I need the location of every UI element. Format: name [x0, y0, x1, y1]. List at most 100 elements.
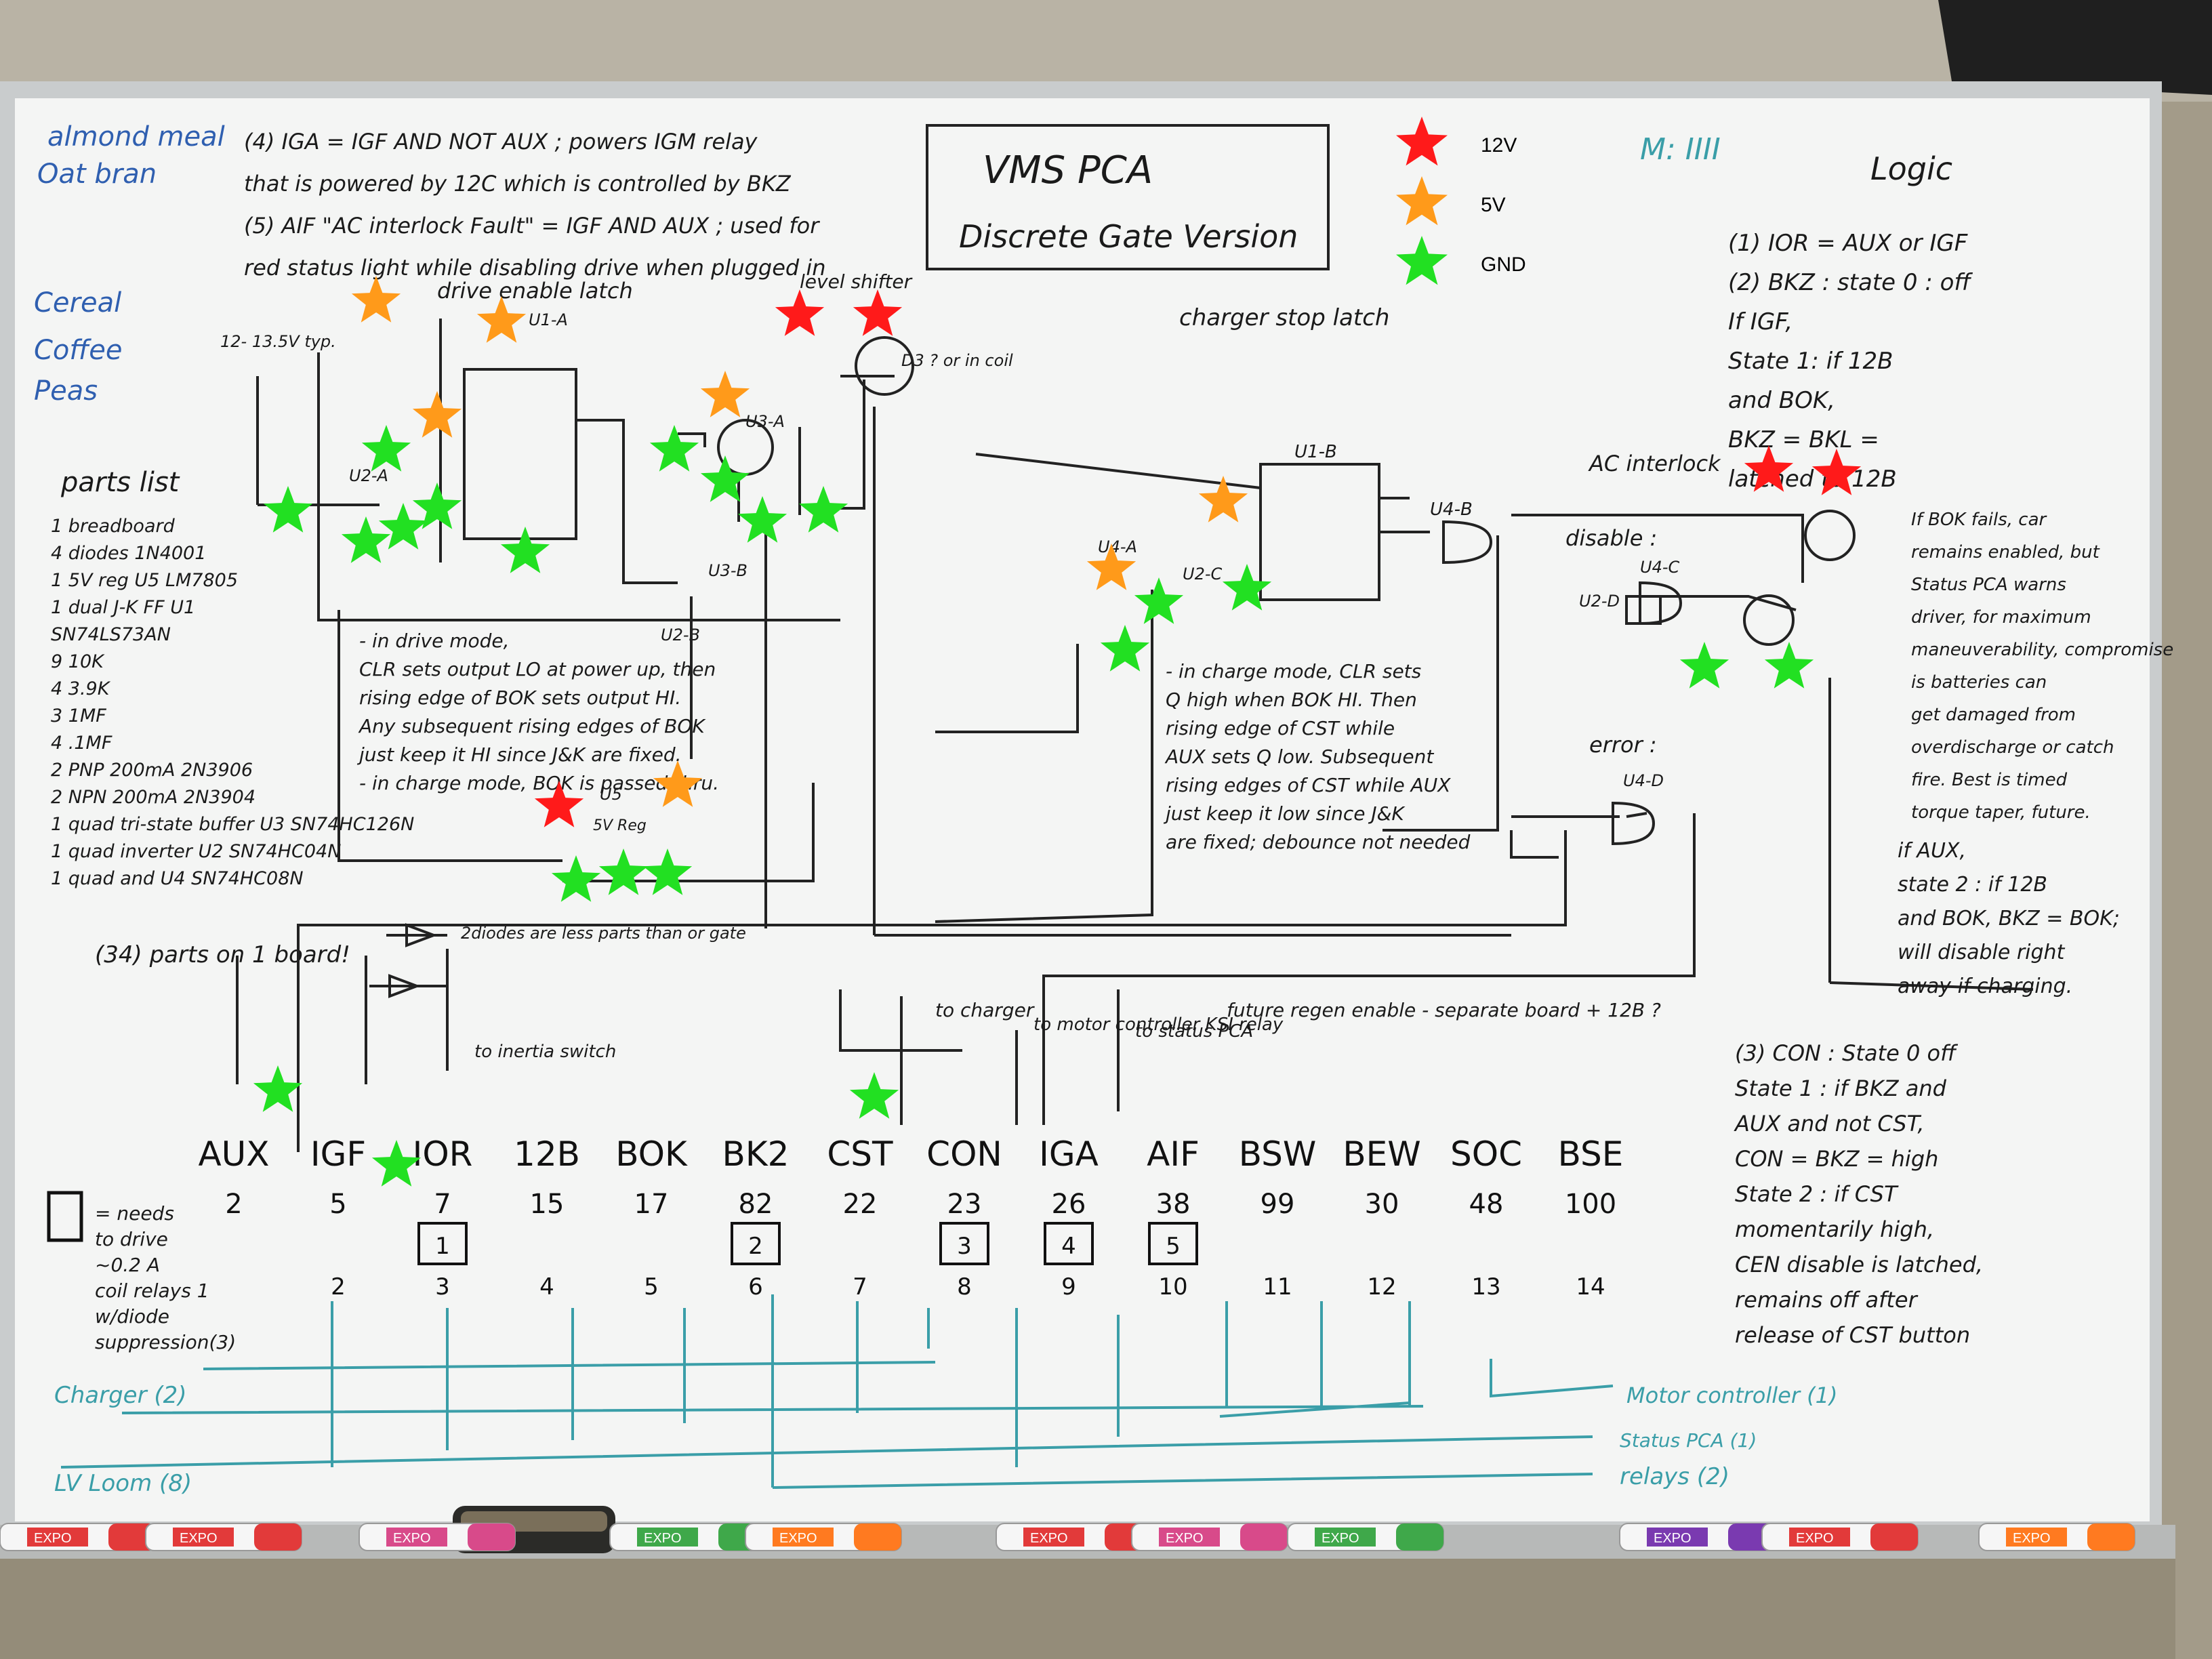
notes-drive-line: rising edge of BOK sets output HI. — [359, 687, 681, 709]
pin-index: 8 — [957, 1273, 972, 1300]
board-title: VMS PCA — [983, 148, 1153, 192]
notes-logic-line: (2) BKZ : state 0 : off — [1728, 269, 1973, 296]
voltage-star — [412, 483, 462, 529]
label-coil: D3 ? or in coil — [901, 351, 1013, 370]
pin-index: 10 — [1158, 1273, 1187, 1300]
notes-top: (4) IGA = IGF AND NOT AUX ; powers IGM r… — [244, 129, 826, 281]
marker[interactable]: EXPO — [359, 1523, 516, 1551]
voltage-star — [412, 391, 462, 438]
voltage-star — [642, 848, 693, 895]
pin-index: 13 — [1471, 1273, 1500, 1300]
pin-number: 15 — [530, 1189, 565, 1220]
label-u2a: U2-A — [349, 466, 388, 485]
parts-items-line: 2 NPN 200mA 2N3904 — [51, 787, 255, 808]
pin-name: BK2 — [722, 1134, 790, 1174]
label-disable: disable : — [1565, 525, 1657, 551]
notes-drive-line: just keep it HI since J&K are fixed. — [356, 743, 682, 766]
notes-charge-line: Q high when BOK HI. Then — [1166, 689, 1417, 711]
pin-name: SOC — [1450, 1134, 1522, 1174]
pin-name: AUX — [198, 1134, 269, 1174]
voltage-stars — [253, 276, 1862, 1187]
logic-title: Logic — [1870, 150, 1952, 187]
notes-con-line: remains off after — [1735, 1287, 1919, 1313]
pin-number: 30 — [1365, 1189, 1399, 1220]
notes-bok-line: driver, for maximum — [1911, 607, 2091, 628]
notes-bok-line: Status PCA warns — [1911, 575, 2066, 595]
pin-number: 38 — [1156, 1189, 1191, 1220]
voltage-star — [476, 296, 527, 343]
marker-brand: EXPO — [644, 1531, 682, 1546]
label-u1b: U1-B — [1294, 442, 1337, 462]
notes-drive-mode: - in drive mode,CLR sets output LO at po… — [356, 630, 719, 794]
pin-box — [939, 1222, 989, 1265]
label-u3b: U3-B — [708, 561, 747, 580]
dest-charger: to charger — [935, 999, 1035, 1021]
voltage-star — [1764, 642, 1814, 689]
marker[interactable]: EXPO — [0, 1523, 157, 1551]
marker[interactable]: EXPO — [1131, 1523, 1288, 1551]
marker[interactable]: EXPO — [145, 1523, 302, 1551]
marker-brand: EXPO — [1322, 1531, 1359, 1546]
legend-label: 12V — [1481, 134, 1517, 157]
notes-drive-line: - in drive mode, — [359, 630, 510, 652]
pin-box-number: 3 — [957, 1233, 972, 1260]
voltage-star — [378, 503, 428, 550]
pin-box — [731, 1222, 781, 1265]
label-supply: 12- 13.5V typ. — [220, 332, 336, 351]
drive-note-lines-line: = needs — [95, 1202, 174, 1225]
voltage-star — [361, 425, 411, 472]
grocery-item: Cereal — [34, 287, 121, 319]
notes-charge-line: are fixed; debounce not needed — [1166, 831, 1471, 853]
parts-items-line: 3 1MF — [51, 705, 106, 726]
notes-con-line: (3) CON : State 0 off — [1735, 1040, 1959, 1066]
harness: Charger (2) LV Loom (8) Motor controller… — [54, 1294, 1838, 1497]
marker-brand: EXPO — [1654, 1531, 1692, 1546]
notes-charge-line: AUX sets Q low. Subsequent — [1164, 745, 1434, 768]
label-error: error : — [1589, 732, 1657, 758]
pin-number: 2 — [225, 1189, 242, 1220]
pin-index: 7 — [853, 1273, 867, 1300]
marker[interactable]: EXPO — [1287, 1523, 1444, 1551]
pin-number: 100 — [1565, 1189, 1616, 1220]
voltage-star — [341, 516, 391, 563]
marker[interactable]: EXPO — [1761, 1523, 1919, 1551]
notes-drive-line: Any subsequent rising edges of BOK — [358, 715, 706, 737]
pin-name: IGA — [1039, 1134, 1099, 1174]
notes-con-line: release of CST button — [1735, 1322, 1970, 1348]
voltage-star — [253, 1065, 303, 1112]
marker[interactable]: EXPO — [1619, 1523, 1776, 1551]
pin-index: 3 — [435, 1273, 450, 1300]
voltage-star — [849, 1072, 899, 1119]
notes-logic-line: (1) IOR = AUX or IGF — [1728, 230, 1968, 257]
notes-bok-line: is batteries can — [1911, 672, 2047, 693]
notes-con-line: momentarily high, — [1735, 1216, 1934, 1242]
grocery-item: Oat bran — [37, 159, 157, 190]
pin-box-number: 1 — [435, 1233, 450, 1260]
marker[interactable]: EXPO — [745, 1523, 902, 1551]
parts-items-line: 4 diodes 1N4001 — [51, 543, 206, 564]
pin-box-number: 2 — [748, 1233, 763, 1260]
pin-name: 12B — [514, 1134, 580, 1174]
marker[interactable]: EXPO — [1978, 1523, 2135, 1551]
drive-note-lines-line: w/diode — [95, 1305, 169, 1328]
marker[interactable]: EXPO — [996, 1523, 1153, 1551]
label-u4c: U4-C — [1640, 558, 1679, 577]
notes-aux-line: if AUX, — [1898, 839, 1966, 863]
notes-bok-line: overdischarge or catch — [1911, 737, 2114, 758]
voltage-star — [371, 1140, 422, 1187]
parts-items-line: 1 5V reg U5 LM7805 — [51, 570, 238, 591]
pin-name: IOR — [413, 1134, 473, 1174]
destinations: to charger to motor controller KSI relay… — [474, 999, 1661, 1062]
label-u4b: U4-B — [1430, 499, 1473, 520]
voltage-star — [263, 486, 313, 533]
marker[interactable]: EXPO — [609, 1523, 766, 1551]
notes-logic-line: State 1: if 12B — [1728, 348, 1893, 375]
pin-index: 9 — [1061, 1273, 1076, 1300]
notes-charge-line: rising edge of CST while — [1166, 717, 1395, 739]
pin-number: 48 — [1469, 1189, 1504, 1220]
voltage-star — [853, 289, 903, 336]
pin-box-number: 5 — [1166, 1233, 1181, 1260]
